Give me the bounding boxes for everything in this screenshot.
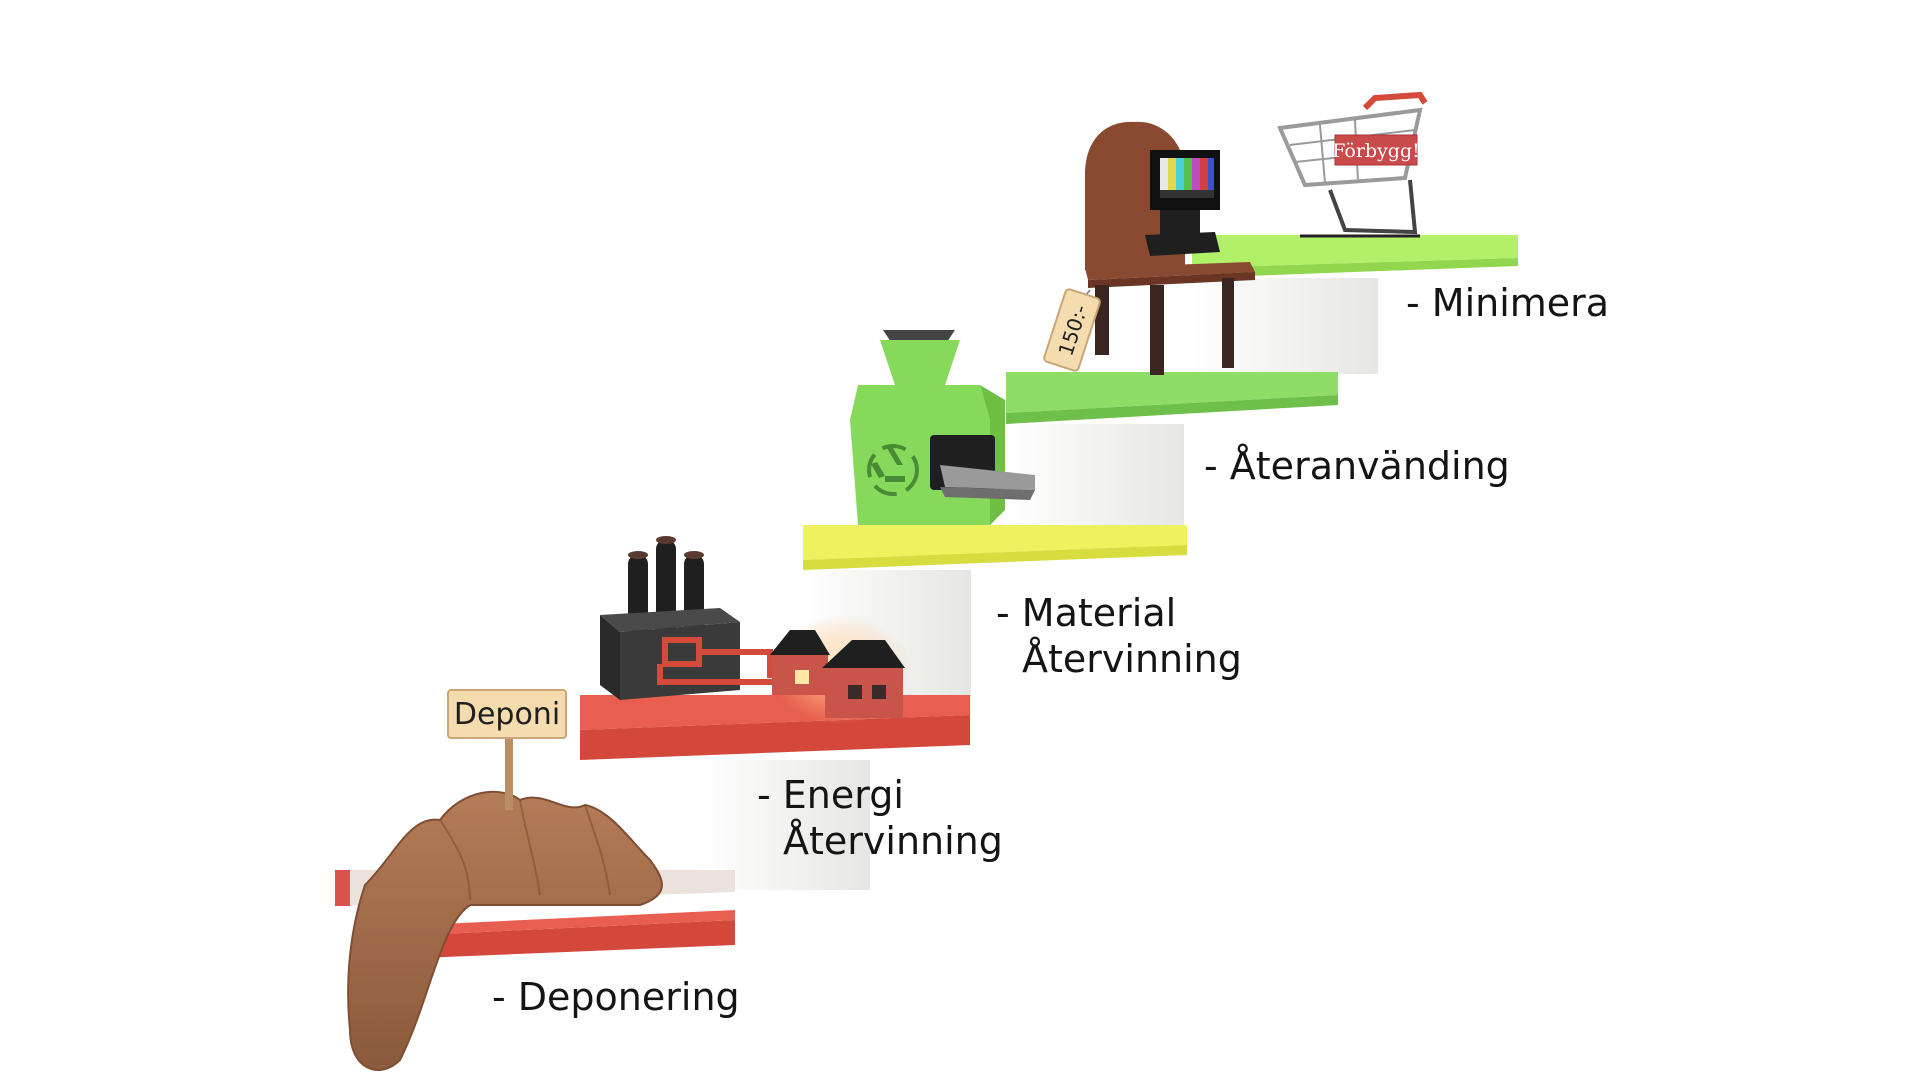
- step-energi: [580, 695, 970, 890]
- label-ateranvandning: - Återanvänding: [1204, 444, 1510, 490]
- computer-monitor-icon: [1145, 150, 1220, 256]
- deponi-sign-text: Deponi: [454, 697, 560, 732]
- house-icon: [770, 615, 910, 725]
- label-material-line-2: Återvinning: [1022, 636, 1242, 681]
- label-energi-line-2: Återvinning: [783, 818, 1003, 863]
- label-ateranvandning-line-1: - Återanvänding: [1204, 444, 1510, 488]
- label-minimera: - Minimera: [1406, 281, 1609, 327]
- step-minimera-riser: [1192, 278, 1378, 374]
- shopping-cart-icon: Förbygg!: [1277, 91, 1428, 238]
- deponi-sign: Deponi: [447, 689, 567, 810]
- label-material-line-1: - Material: [996, 591, 1177, 635]
- recycling-machine: [850, 330, 1035, 525]
- price-tag: 150:-: [1043, 288, 1101, 372]
- cart-sign-text: Förbygg!: [1332, 140, 1420, 162]
- soil-pile-icon: [347, 790, 663, 1071]
- label-energi-line-1: - Energi: [757, 773, 904, 817]
- recycle-icon: [867, 444, 919, 496]
- monitor-test-pattern: [1160, 158, 1214, 198]
- label-energi-atervinning: - Energi Återvinning: [757, 773, 1003, 864]
- factory-icon: [600, 536, 740, 700]
- step-ateranvandning: [1006, 372, 1338, 538]
- step-energi-riser: [700, 760, 870, 890]
- label-material-atervinning: - Material Återvinning: [996, 591, 1242, 682]
- label-deponering: - Deponering: [492, 975, 740, 1021]
- step-ateranvandning-riser: [1006, 424, 1184, 538]
- label-minimera-line-1: - Minimera: [1406, 281, 1610, 325]
- label-deponering-line-1: - Deponering: [492, 975, 740, 1019]
